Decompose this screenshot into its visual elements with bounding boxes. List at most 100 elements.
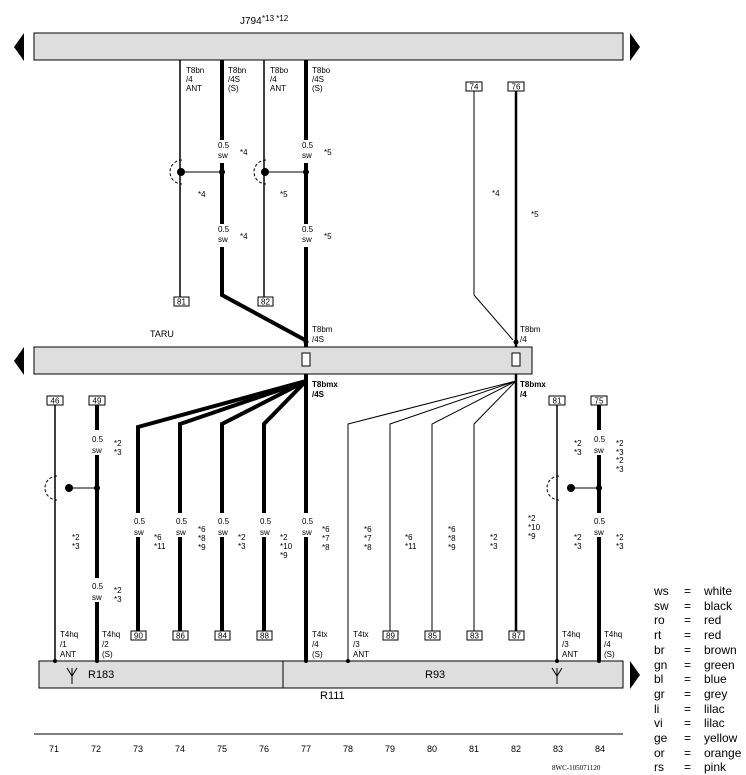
wire-color-label: sw (594, 528, 604, 537)
note: *7 (322, 534, 330, 543)
relay-label: R183 (88, 669, 114, 681)
note: *4 (240, 232, 248, 241)
svg-text:/1: /1 (60, 640, 67, 649)
svg-text:T4hq: T4hq (60, 630, 78, 639)
legend-row: ro=red (654, 613, 746, 628)
column-number: 83 (553, 744, 563, 754)
note: *2 (72, 533, 80, 542)
wire (220, 379, 307, 513)
note: *2 (574, 439, 582, 448)
legend-code: ro (654, 613, 665, 628)
svg-text:T4hq: T4hq (604, 630, 622, 639)
ref-box: 90 (130, 630, 147, 641)
relay-label: R111 (320, 690, 345, 702)
legend-color-name: brown (704, 642, 737, 657)
note: *3 (238, 542, 246, 551)
note: *2 (238, 533, 246, 542)
top-bar-left-arrow-icon (14, 33, 24, 61)
svg-text:ANT: ANT (270, 84, 286, 93)
mid-bar-connector (301, 352, 311, 367)
svg-text:/4: /4 (520, 390, 527, 399)
ref-box: 87 (508, 630, 525, 641)
wire-size-label: 0.5 (302, 517, 314, 526)
legend-code: gn (654, 657, 668, 672)
wire-size-label: 0.5 (92, 582, 104, 591)
note: *6 (405, 533, 413, 542)
wire-color-label: sw (176, 528, 186, 537)
top-bar-right-arrow-icon (630, 33, 640, 61)
note: *5 (324, 232, 332, 241)
svg-text:49: 49 (93, 397, 102, 406)
shield-icon (44, 475, 100, 501)
top-connector: T8bo /4 ANT (270, 66, 289, 93)
note: *9 (448, 543, 456, 552)
joint-dot (303, 339, 309, 345)
legend-row: rt=red (654, 628, 746, 643)
svg-text:ANT: ANT (60, 650, 76, 659)
wire-color-label: sw (594, 446, 604, 455)
column-number: 80 (427, 744, 437, 754)
wire-size-label: 0.5 (302, 141, 314, 150)
svg-text:(S): (S) (604, 650, 615, 659)
svg-text:ANT: ANT (353, 650, 369, 659)
top-connector: T8bn /4 ANT (186, 66, 204, 93)
shield-icon (546, 475, 602, 501)
bottom-connector: T4hq /3 ANT (562, 630, 580, 659)
top-bar (33, 32, 624, 61)
ref-box: 81 (173, 296, 190, 307)
svg-text:(S): (S) (312, 650, 323, 659)
wire (473, 380, 517, 631)
wire-size-label: 0.5 (176, 517, 188, 526)
svg-text:87: 87 (512, 632, 521, 641)
legend-row: gn=green (654, 658, 746, 673)
legend-code: br (654, 642, 665, 657)
legend-color-name: grey (704, 686, 728, 701)
legend-equals: = (684, 760, 692, 775)
shield-icon (169, 159, 225, 185)
legend-code: vi (654, 716, 663, 731)
legend-equals: = (684, 701, 692, 716)
svg-text:T4hq: T4hq (562, 630, 580, 639)
svg-text:82: 82 (261, 298, 270, 307)
wire-color-label: sw (302, 151, 312, 160)
svg-text:T8bn: T8bn (186, 66, 204, 75)
legend-equals: = (684, 731, 692, 746)
ref-box: 46 (46, 395, 64, 406)
note: *2 (280, 533, 288, 542)
note: *2 (114, 586, 122, 595)
mid-bar-connector (511, 352, 521, 367)
legend-equals: = (684, 745, 692, 760)
wire-color-label: sw (218, 151, 228, 160)
bottom-bar-right-arrow-icon (630, 661, 640, 689)
svg-text:83: 83 (470, 632, 479, 641)
legend-row: bl=blue (654, 672, 746, 687)
note: *6 (322, 525, 330, 534)
joint-label: T8bm /4 (520, 325, 541, 344)
svg-text:/4S: /4S (228, 75, 240, 84)
wire (389, 380, 517, 631)
note: *10 (280, 542, 293, 551)
bottom-connector: T4tx /3 ANT (353, 630, 369, 659)
svg-text:/4S: /4S (312, 335, 324, 344)
svg-text:88: 88 (260, 632, 269, 641)
joint-label: T8bmx /4 (520, 380, 546, 399)
legend-color-name: black (704, 598, 733, 613)
legend-equals: = (684, 672, 692, 687)
column-number: 71 (49, 744, 59, 754)
svg-text:/3: /3 (562, 640, 569, 649)
column-number: 77 (301, 744, 311, 754)
wire-color-label: sw (302, 235, 312, 244)
svg-text:81: 81 (553, 397, 562, 406)
svg-text:/3: /3 (353, 640, 360, 649)
legend-color-name: orange (704, 745, 742, 760)
column-number: 82 (511, 744, 521, 754)
wire-color-label: sw (302, 528, 312, 537)
legend-row: or=orange (654, 746, 746, 761)
wire-color-label: sw (92, 593, 102, 602)
wire-size-label: 0.5 (594, 435, 606, 444)
legend-row: ge=yellow (654, 731, 746, 746)
wire (347, 380, 517, 661)
svg-text:90: 90 (134, 632, 143, 641)
ref-box: 85 (424, 630, 441, 641)
